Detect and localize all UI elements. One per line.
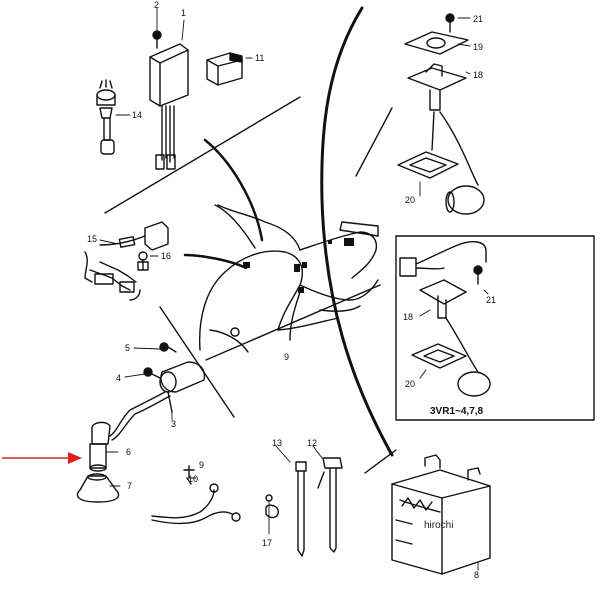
part-number-9: 9 <box>284 352 289 362</box>
watermark: hirochi <box>424 520 453 531</box>
fuel-sender-inset <box>399 241 491 397</box>
battery <box>391 454 491 575</box>
divider-line <box>159 306 235 418</box>
part-number-7: 7 <box>127 481 132 491</box>
cable-tie-12 <box>317 457 343 553</box>
callout-leaders <box>99 7 489 571</box>
variant-inset-frame <box>395 235 595 421</box>
divider-line <box>364 449 397 474</box>
part-number-10: 10 <box>188 474 198 484</box>
part-number-19: 19 <box>473 42 483 52</box>
part-number-15: 15 <box>87 234 97 244</box>
part-number-18-inset: 18 <box>403 312 413 322</box>
bolt-4 <box>143 367 161 379</box>
part-number-1: 1 <box>181 8 186 18</box>
part-number-3: 3 <box>171 419 176 429</box>
part-number-5: 5 <box>125 343 130 353</box>
part-number-13: 13 <box>272 438 282 448</box>
harness-wire <box>183 253 248 270</box>
part-number-20-inset: 20 <box>405 379 415 389</box>
flasher-relay <box>206 52 243 86</box>
screw-16 <box>137 251 149 271</box>
cdi-unit <box>149 43 189 170</box>
scooter-body <box>198 204 379 353</box>
bolt-2 <box>152 30 162 49</box>
part-number-11: 11 <box>255 53 264 63</box>
plug-cap <box>89 421 111 472</box>
clamp-17 <box>265 494 279 519</box>
part-number-2: 2 <box>154 0 159 10</box>
bolt-5 <box>159 342 177 353</box>
boot-cover <box>76 473 120 503</box>
wire-9-leader <box>289 291 301 341</box>
harness-wire <box>203 138 264 242</box>
ground-lead <box>151 465 241 525</box>
divider-line <box>355 107 393 177</box>
starter-switch <box>96 79 116 155</box>
fuel-sender-top <box>397 13 485 215</box>
part-number-14: 14 <box>132 110 142 120</box>
part-number-20: 20 <box>405 195 415 205</box>
divider-line <box>205 284 381 361</box>
part-number-4: 4 <box>116 373 121 383</box>
part-number-16: 16 <box>161 251 171 261</box>
part-number-17: 17 <box>262 538 272 548</box>
connector-blocks <box>243 238 354 293</box>
part-number-8: 8 <box>474 570 479 580</box>
part-number-12: 12 <box>307 438 317 448</box>
part-number-9-lower: 9 <box>199 460 204 470</box>
part-number-21: 21 <box>473 14 483 24</box>
part-number-21-inset: 21 <box>486 295 496 305</box>
wire-harness-15 <box>84 221 169 301</box>
highlight-arrow <box>2 452 82 464</box>
cable-tie-13 <box>295 461 307 557</box>
part-number-6: 6 <box>126 447 131 457</box>
part-number-18: 18 <box>473 70 483 80</box>
divider-line <box>104 96 301 214</box>
ignition-coil <box>109 361 206 441</box>
divider-line <box>320 6 394 457</box>
variant-caption: 3VR1~4,7,8 <box>430 406 484 417</box>
